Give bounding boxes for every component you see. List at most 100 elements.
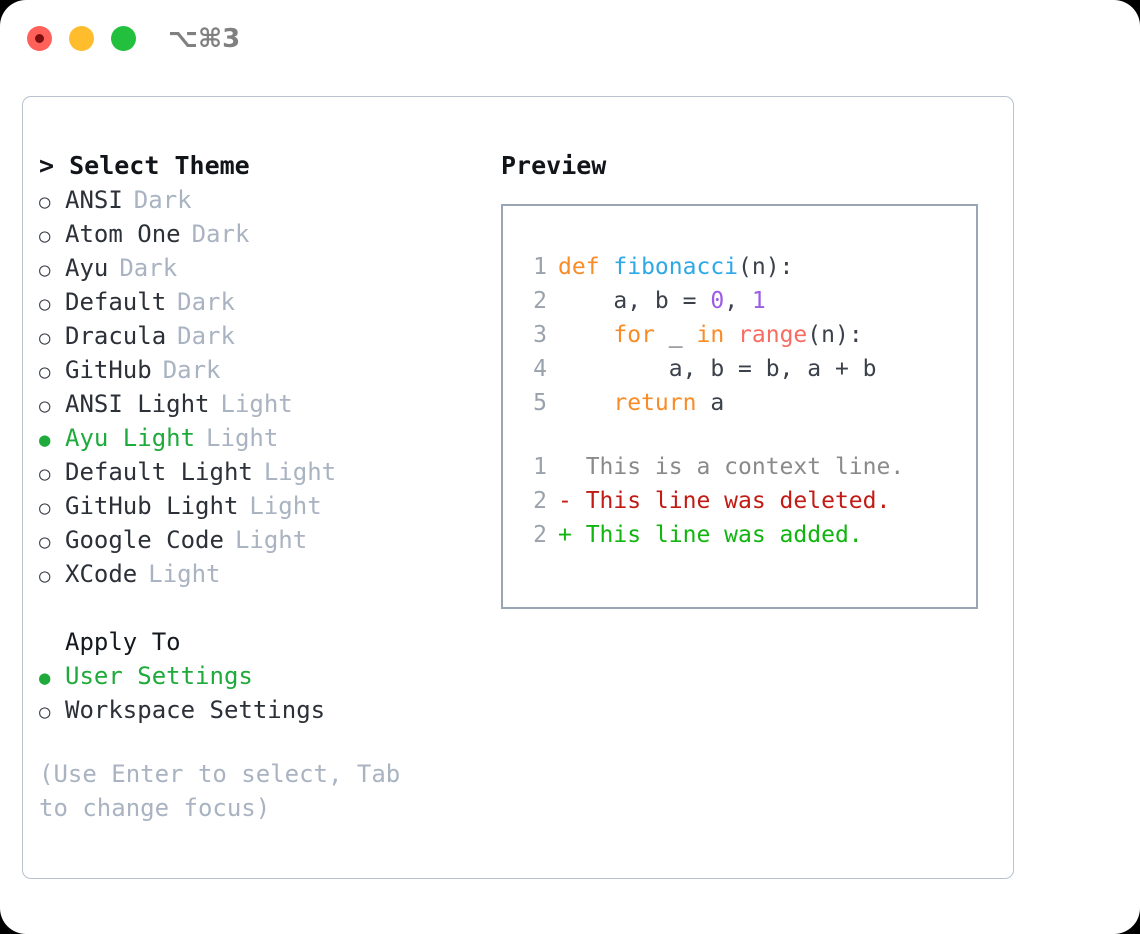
code-token: ,: [724, 288, 752, 314]
code-text: return a: [558, 386, 724, 420]
theme-name: GitHub: [65, 356, 152, 384]
code-line: 4 a, b = b, a + b: [517, 352, 970, 386]
radio-icon: ○: [39, 497, 51, 519]
code-line: 1 def fibonacci(n):: [517, 250, 970, 284]
line-number: 1: [533, 454, 547, 480]
line-number: 2: [533, 522, 547, 548]
diff-text: This is a context line.: [558, 454, 905, 480]
diff-line-deleted: 2 - This line was deleted.: [517, 484, 970, 518]
line-number: 2: [533, 288, 547, 314]
radio-icon: ○: [39, 701, 51, 723]
code-line: 5 return a: [517, 386, 970, 420]
code-token: a, b =: [558, 288, 711, 314]
theme-list-item[interactable]: ○ Default Light Light: [39, 455, 489, 489]
apply-to-list: ● User Settings ○ Workspace Settings: [39, 659, 489, 727]
code-line: 3 for _ in range(n):: [517, 318, 970, 352]
apply-to-heading: Apply To: [65, 628, 181, 656]
preview-panel: 1 def fibonacci(n): 2 a, b = 0, 1 3 for …: [501, 204, 978, 609]
radio-icon: ○: [39, 191, 51, 213]
line-number: 1: [533, 254, 547, 280]
code-token: 1: [751, 288, 766, 314]
theme-name: Google Code: [65, 526, 224, 554]
theme-list-item[interactable]: ○ ANSI Light Light: [39, 387, 489, 421]
theme-tag: Light: [263, 458, 337, 486]
maximize-window-button[interactable]: [111, 26, 136, 51]
code-token: (n):: [807, 322, 863, 348]
theme-list-item[interactable]: ○ Google Code Light: [39, 523, 489, 557]
code-token: [558, 390, 613, 416]
preview-heading: Preview: [501, 151, 607, 180]
theme-list-item[interactable]: ○ XCode Light: [39, 557, 489, 591]
radio-icon: ○: [39, 361, 51, 383]
code-spacer: [517, 420, 970, 450]
theme-list-item[interactable]: ○ Atom One Dark: [39, 217, 489, 251]
close-window-button[interactable]: [27, 26, 52, 51]
diff-line-added: 2 + This line was added.: [517, 518, 970, 552]
theme-name: ANSI: [65, 186, 123, 214]
code-token: range: [738, 322, 808, 348]
apply-to-label: User Settings: [65, 662, 253, 690]
theme-name: Default: [65, 288, 167, 316]
keyboard-shortcut-label: ⌥⌘3: [168, 24, 241, 54]
code-text: a, b = b, a + b: [558, 352, 877, 386]
radio-icon: ○: [39, 293, 51, 315]
apply-to-item-user-settings[interactable]: ● User Settings: [39, 659, 489, 693]
theme-list-item[interactable]: ○ Ayu Dark: [39, 251, 489, 285]
code-token: a: [696, 390, 725, 416]
code-text: def fibonacci(n):: [558, 250, 793, 284]
code-token: (n):: [738, 254, 794, 280]
theme-name: ANSI Light: [65, 390, 210, 418]
radio-icon: ○: [39, 259, 51, 281]
radio-icon: ●: [39, 429, 51, 451]
theme-list-item[interactable]: ○ ANSI Dark: [39, 183, 489, 217]
theme-list-item[interactable]: ○ GitHub Light Light: [39, 489, 489, 523]
radio-icon: ○: [39, 531, 51, 553]
theme-list-item[interactable]: ○ Default Dark: [39, 285, 489, 319]
apply-to-item-workspace-settings[interactable]: ○ Workspace Settings: [39, 693, 489, 727]
code-token: _: [654, 322, 697, 348]
theme-tag: Light: [206, 424, 279, 452]
theme-name: XCode: [65, 560, 138, 588]
theme-tag: Dark: [119, 254, 178, 282]
radio-icon: ○: [39, 463, 51, 485]
diff-line-context: 1 This is a context line.: [517, 450, 970, 484]
code-token: [724, 322, 738, 348]
diff-text: - This line was deleted.: [558, 488, 891, 514]
theme-name: Default Light: [65, 458, 253, 486]
radio-icon: ○: [39, 225, 51, 247]
radio-icon: ○: [39, 327, 51, 349]
radio-icon: ○: [39, 565, 51, 587]
minimize-window-button[interactable]: [69, 26, 94, 51]
line-number: 3: [533, 322, 547, 348]
code-token: [558, 322, 613, 348]
theme-tag: Dark: [191, 220, 250, 248]
theme-tag: Light: [220, 390, 293, 418]
code-token: for: [613, 322, 655, 348]
theme-list-item-selected[interactable]: ● Ayu Light Light: [39, 421, 489, 455]
code-token: fibonacci: [613, 254, 739, 280]
title-bar: ⌥⌘3: [0, 0, 1140, 78]
keyboard-hint-text: (Use Enter to select, Tab to change focu…: [39, 760, 415, 822]
line-number: 4: [533, 356, 547, 382]
code-text: a, b = 0, 1: [558, 284, 766, 318]
radio-icon: ●: [39, 667, 51, 689]
code-line: 2 a, b = 0, 1: [517, 284, 970, 318]
theme-tag: Light: [249, 492, 322, 520]
theme-tag: Light: [234, 526, 308, 554]
theme-list-item[interactable]: ○ GitHub Dark: [39, 353, 489, 387]
line-number: 5: [533, 390, 547, 416]
theme-name: Atom One: [65, 220, 181, 248]
theme-tag: Light: [148, 560, 221, 588]
code-text: for _ in range(n):: [558, 318, 863, 352]
theme-list-item[interactable]: ○ Dracula Dark: [39, 319, 489, 353]
diff-text: + This line was added.: [558, 522, 863, 548]
theme-list-column: > Select Theme ○ ANSI Dark ○ Atom One Da…: [39, 149, 489, 825]
section-spacer: [39, 591, 489, 625]
code-sample: 1 def fibonacci(n): 2 a, b = 0, 1 3 for …: [517, 250, 970, 552]
theme-name: GitHub Light: [65, 492, 239, 520]
code-token: in: [696, 322, 725, 348]
code-token: return: [613, 390, 697, 416]
select-theme-heading: > Select Theme: [39, 151, 250, 180]
theme-tag: Dark: [177, 322, 235, 350]
theme-selector-card: > Select Theme ○ ANSI Dark ○ Atom One Da…: [22, 96, 1014, 879]
